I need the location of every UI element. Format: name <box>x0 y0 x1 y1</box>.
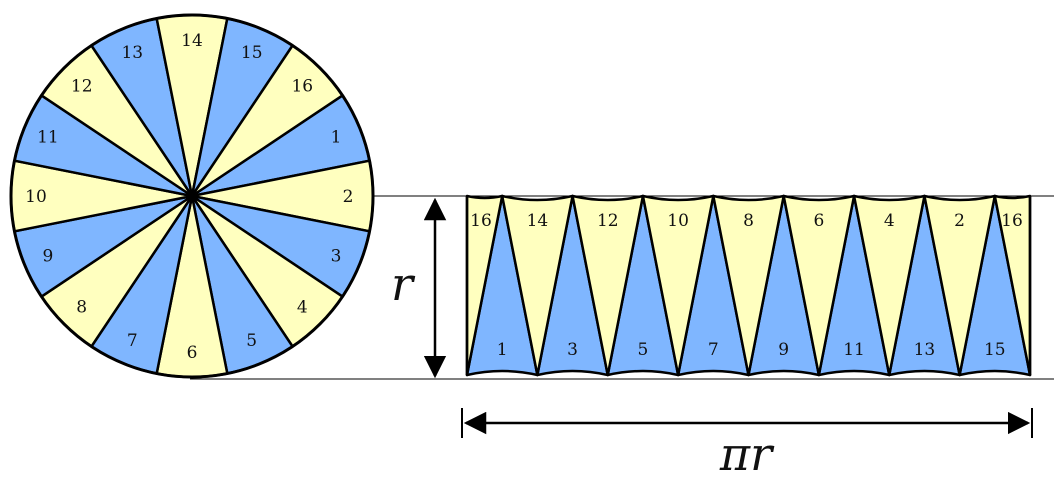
strip-bottom-label: 3 <box>567 340 578 360</box>
circle-sectors <box>9 13 375 379</box>
circle-center-point <box>189 193 195 199</box>
strip-top-label: 2 <box>954 211 965 231</box>
sector-label: 10 <box>25 187 47 207</box>
sector-label: 3 <box>331 247 342 267</box>
sector-label: 16 <box>291 77 313 97</box>
strip-top-label: 12 <box>597 211 619 231</box>
strip-bottom-piece <box>536 194 609 377</box>
strip-bottom-piece <box>676 194 750 377</box>
strip-top-label: 10 <box>667 211 689 231</box>
sector-label: 1 <box>331 127 342 147</box>
strip-top-label: 8 <box>743 211 754 231</box>
rearranged-strip <box>465 194 1032 377</box>
strip-top-label: 4 <box>884 211 895 231</box>
width-label: πr <box>719 427 775 479</box>
sector-label: 14 <box>181 31 203 51</box>
strip-bottom-label: 15 <box>984 340 1006 360</box>
strip-bottom-piece <box>888 194 961 377</box>
strip-bottom-piece <box>747 194 821 377</box>
sector-label: 4 <box>297 297 308 317</box>
sector-label: 15 <box>241 43 263 63</box>
strip-bottom-label: 11 <box>843 340 865 360</box>
sector-label: 2 <box>343 187 354 207</box>
height-label: r <box>391 257 416 311</box>
sector-label: 5 <box>246 331 257 351</box>
strip-bottom-label: 9 <box>778 340 789 360</box>
strip-top-label: 6 <box>813 211 824 231</box>
strip-top-label: 16 <box>1001 211 1023 231</box>
sector-label: 6 <box>187 343 198 363</box>
strip-top-label: 14 <box>527 211 549 231</box>
sector-label: 13 <box>121 43 143 63</box>
sector-label: 11 <box>37 127 59 147</box>
strip-bottom-piece <box>606 194 680 377</box>
sector-label: 9 <box>42 247 53 267</box>
strip-bottom-label: 1 <box>497 340 508 360</box>
strip-bottom-label: 7 <box>708 340 719 360</box>
strip-top-label: 16 <box>470 211 492 231</box>
sector-label: 7 <box>127 331 138 351</box>
strip-bottom-label: 13 <box>914 340 936 360</box>
strip-bottom-piece <box>958 194 1032 377</box>
strip-bottom-label: 5 <box>638 340 649 360</box>
circle-outline <box>9 13 375 379</box>
strip-bottom-piece <box>817 194 891 377</box>
strip-bottom-piece <box>465 194 539 377</box>
sector-label: 12 <box>71 77 93 97</box>
sector-label: 8 <box>76 297 87 317</box>
